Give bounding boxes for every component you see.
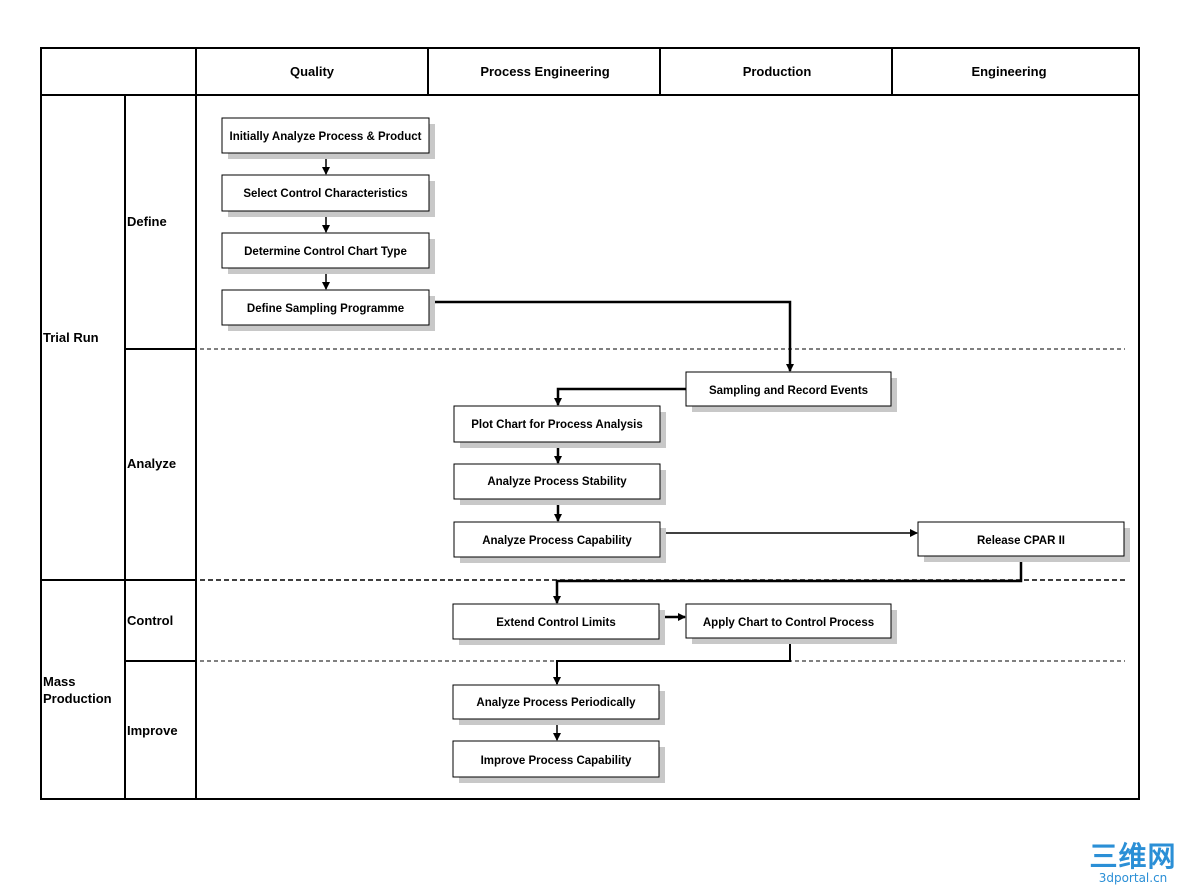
stage-label-trial-run: Trial Run: [43, 330, 99, 345]
step-label: Analyze Process Capability: [482, 535, 632, 547]
phase-label-analyze: Analyze: [127, 456, 176, 471]
step-label: Select Control Characteristics: [243, 188, 407, 200]
arrow-sampling-to-plot: [554, 387, 686, 406]
step-analyze-stability: Analyze Process Stability: [453, 463, 666, 505]
step-label: Initially Analyze Process & Product: [230, 131, 422, 143]
box: [452, 684, 660, 720]
step-define-sampling: Define Sampling Programme: [221, 289, 435, 331]
box: [453, 521, 661, 558]
box: [917, 521, 1125, 557]
flow-connectors: [322, 153, 1023, 741]
step-label: Improve Process Capability: [481, 755, 632, 767]
step-sampling-record: Sampling and Record Events: [685, 371, 897, 412]
step-improve-capability: Improve Process Capability: [452, 740, 665, 783]
box: [221, 289, 430, 326]
step-label: Apply Chart to Control Process: [703, 617, 874, 629]
arrow-release-to-extend: [553, 556, 1023, 604]
phase-label-control: Control: [127, 613, 173, 628]
step-apply-chart: Apply Chart to Control Process: [685, 603, 897, 644]
box: [452, 740, 660, 778]
arrow-define-to-sampling: [429, 300, 794, 372]
stage-label-mass: Mass: [43, 674, 76, 689]
step-analyze-capability: Analyze Process Capability: [453, 521, 666, 563]
step-label: Determine Control Chart Type: [244, 246, 407, 258]
box: [221, 174, 430, 212]
column-header-quality: Quality: [290, 64, 335, 79]
box: [221, 117, 430, 154]
box: [685, 603, 892, 639]
watermark-site: 3dportal.cn: [1099, 871, 1168, 885]
step-label: Analyze Process Stability: [487, 476, 627, 488]
step-release-cpar: Release CPAR II: [917, 521, 1130, 562]
step-determine-chart: Determine Control Chart Type: [221, 232, 435, 274]
step-label: Define Sampling Programme: [247, 303, 404, 315]
box: [221, 232, 430, 269]
step-analyze-periodically: Analyze Process Periodically: [452, 684, 665, 725]
step-label: Release CPAR II: [977, 535, 1065, 547]
column-header-engineering: Engineering: [971, 64, 1046, 79]
stage-label-production: Production: [43, 691, 112, 706]
step-extend-limits: Extend Control Limits: [452, 603, 665, 645]
watermark-logo: 三维网 3dportal.cn: [1089, 840, 1176, 885]
watermark-logo-text: 三维网: [1089, 840, 1176, 873]
box: [685, 371, 892, 407]
arrow-apply-to-periodic: [553, 638, 791, 685]
box: [453, 405, 661, 443]
step-initially-analyze: Initially Analyze Process & Product: [221, 117, 435, 159]
column-header-process-engineering: Process Engineering: [480, 64, 609, 79]
step-plot-chart: Plot Chart for Process Analysis: [453, 405, 666, 448]
phase-label-define: Define: [127, 214, 167, 229]
phase-label-improve: Improve: [127, 723, 178, 738]
step-label: Analyze Process Periodically: [476, 697, 636, 709]
box: [453, 463, 661, 500]
step-select-control: Select Control Characteristics: [221, 174, 435, 217]
step-label: Sampling and Record Events: [709, 385, 868, 397]
box: [452, 603, 660, 640]
step-label: Extend Control Limits: [496, 617, 615, 629]
step-label: Plot Chart for Process Analysis: [471, 419, 643, 431]
column-header-production: Production: [743, 64, 812, 79]
